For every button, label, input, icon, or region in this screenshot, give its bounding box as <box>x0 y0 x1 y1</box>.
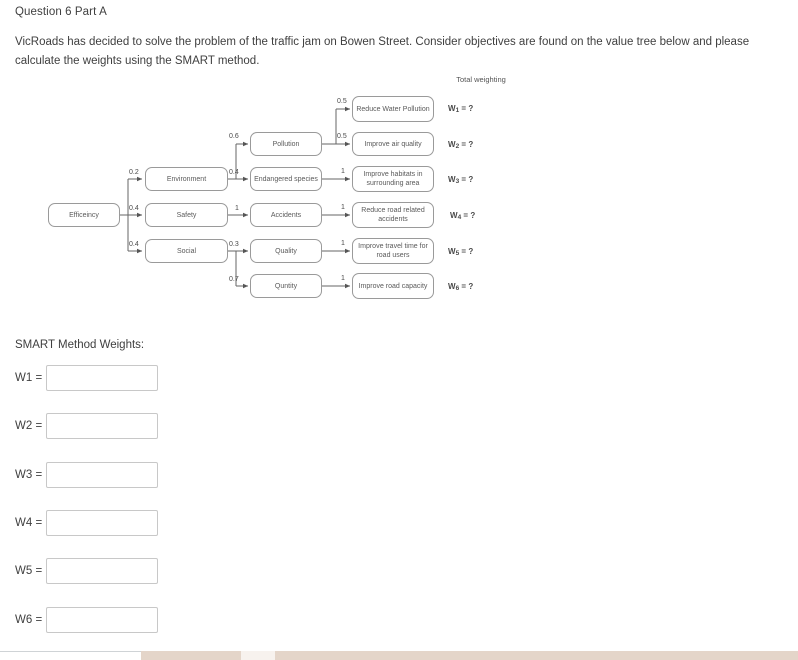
answer-label-w2: W2 = <box>15 420 43 432</box>
w4-symbol: W <box>450 211 458 220</box>
w1-sub: 1 <box>455 107 460 114</box>
node-improve-travel-time: Improve travel time for road users <box>352 238 434 264</box>
edge-weight-root-safety: 0.4 <box>129 205 139 212</box>
answer-input-w1[interactable] <box>46 365 158 391</box>
node-pollution: Pollution <box>250 132 322 156</box>
node-accidents: Accidents <box>250 203 322 227</box>
total-weighting-header: Total weighting <box>456 75 506 84</box>
node-improve-habitats: Improve habitats in surrounding area <box>352 166 434 192</box>
w5-sub: 5 <box>455 250 460 257</box>
total-weight-w4: W4 = ? <box>450 211 476 221</box>
bottom-bar-right <box>275 651 798 660</box>
node-improve-road-capacity: Improve road capacity <box>352 273 434 299</box>
node-improve-air-quality: Improve air quality <box>352 132 434 156</box>
answer-row-w3: W3 = <box>15 461 158 489</box>
edge-weight-safety-accidents: 1 <box>235 205 239 212</box>
w2-symbol: W <box>448 140 456 149</box>
w2-sub: 2 <box>455 143 460 150</box>
node-root: Efficeincy <box>48 203 120 227</box>
edge-weight-environment-endangered: 0.4 <box>229 169 239 176</box>
node-reduce-road-accidents: Reduce road related accidents <box>352 202 434 228</box>
edge-weight-social-quntity: 0.7 <box>229 276 239 283</box>
question-body: VicRoads has decided to solve the proble… <box>15 36 750 67</box>
node-quntity: Quntity <box>250 274 322 298</box>
w6-symbol: W <box>448 282 456 291</box>
bottom-bar-left <box>141 651 241 660</box>
w4-sub: 4 <box>457 214 462 221</box>
answer-label-w6: W6 = <box>15 614 43 626</box>
bottom-bar-highlight <box>241 651 275 660</box>
edge-weight-social-quality: 0.3 <box>229 241 239 248</box>
answer-input-w6[interactable] <box>46 607 158 633</box>
total-weight-w5: W5 = ? <box>448 247 474 257</box>
answer-row-w4: W4 = <box>15 509 158 537</box>
answer-label-w4: W4 = <box>15 517 43 529</box>
answer-row-w5: W5 = <box>15 557 158 585</box>
edge-weight-root-environment: 0.2 <box>129 169 139 176</box>
w6-value: = ? <box>461 282 474 291</box>
edge-weight-environment-pollution: 0.6 <box>229 133 239 140</box>
w5-symbol: W <box>448 247 456 256</box>
answer-label-w5: W5 = <box>15 565 43 577</box>
smart-method-weights-heading: SMART Method Weights: <box>15 339 145 351</box>
edge-weight-accidents-leaf4: 1 <box>341 204 345 211</box>
panel-bottom-edge <box>0 651 141 652</box>
edge-weight-quality-leaf5: 1 <box>341 240 345 247</box>
node-reduce-water-pollution: Reduce Water Pollution <box>352 96 434 122</box>
w2-value: = ? <box>461 140 474 149</box>
w5-value: = ? <box>461 247 474 256</box>
answer-row-w2: W2 = <box>15 412 158 440</box>
total-weight-w1: W1 = ? <box>448 104 474 114</box>
w1-symbol: W <box>448 104 456 113</box>
w3-symbol: W <box>448 175 456 184</box>
w4-value: = ? <box>463 211 476 220</box>
question-title: Question 6 Part A <box>15 6 107 18</box>
edge-weight-pollution-leaf1: 0.5 <box>337 98 347 105</box>
answer-row-w1: W1 = <box>15 364 158 392</box>
edge-weight-pollution-leaf2: 0.5 <box>337 133 347 140</box>
edge-weight-root-social: 0.4 <box>129 241 139 248</box>
node-endangered-species: Endangered species <box>250 167 322 191</box>
w3-value: = ? <box>461 175 474 184</box>
answer-input-w3[interactable] <box>46 462 158 488</box>
diagram-connectors <box>120 106 351 289</box>
total-weight-w3: W3 = ? <box>448 175 474 185</box>
answer-input-w2[interactable] <box>46 413 158 439</box>
value-tree-diagram: Total weighting <box>0 70 798 310</box>
node-safety: Safety <box>145 203 228 227</box>
answer-input-w4[interactable] <box>46 510 158 536</box>
edge-weight-quntity-leaf6: 1 <box>341 275 345 282</box>
answer-input-w5[interactable] <box>46 558 158 584</box>
w6-sub: 6 <box>455 285 460 292</box>
answer-row-w6: W6 = <box>15 606 158 634</box>
node-social: Social <box>145 239 228 263</box>
total-weight-w6: W6 = ? <box>448 282 474 292</box>
w1-value: = ? <box>461 104 474 113</box>
answer-label-w3: W3 = <box>15 469 43 481</box>
edge-weight-endangered-leaf3: 1 <box>341 168 345 175</box>
w3-sub: 3 <box>455 178 460 185</box>
node-quality: Quality <box>250 239 322 263</box>
node-environment: Environment <box>145 167 228 191</box>
total-weight-w2: W2 = ? <box>448 140 474 150</box>
answer-label-w1: W1 = <box>15 372 43 384</box>
